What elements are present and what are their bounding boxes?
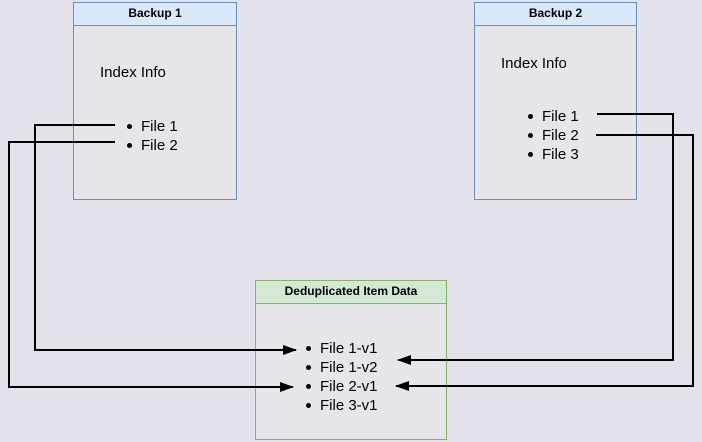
file-label: File 2 [542,127,579,144]
list-item: File 1 [475,107,636,126]
bullet-icon [528,114,533,119]
list-item: File 2 [475,126,636,145]
file-label: File 1 [542,108,579,125]
list-item: File 1-v2 [256,358,446,377]
bullet-icon [127,124,132,129]
file-label: File 1-v1 [320,340,378,357]
backup2-subtitle: Index Info [501,55,567,72]
bullet-icon [306,365,311,370]
bullet-icon [528,152,533,157]
bullet-icon [306,346,311,351]
dedup-box: Deduplicated Item Data File 1-v1 File 1-… [255,280,447,440]
backup1-subtitle: Index Info [100,64,166,81]
backup2-file-list: File 1 File 2 File 3 [475,107,636,164]
bullet-icon [528,133,533,138]
file-label: File 3-v1 [320,397,378,414]
file-label: File 2 [141,137,178,154]
backup2-title: Backup 2 [475,3,636,26]
file-label: File 2-v1 [320,378,378,395]
backup2-box: Backup 2 Index Info File 1 File 2 File 3 [474,2,637,200]
bullet-icon [306,403,311,408]
backup1-title: Backup 1 [74,3,236,26]
dedup-title: Deduplicated Item Data [256,281,446,304]
file-label: File 1-v2 [320,359,378,376]
list-item: File 2 [74,136,236,155]
bullet-icon [306,384,311,389]
file-label: File 3 [542,146,579,163]
list-item: File 1 [74,117,236,136]
backup1-file-list: File 1 File 2 [74,117,236,155]
list-item: File 1-v1 [256,339,446,358]
backup1-box: Backup 1 Index Info File 1 File 2 [73,2,237,200]
list-item: File 3 [475,145,636,164]
list-item: File 3-v1 [256,396,446,415]
bullet-icon [127,143,132,148]
dedup-item-list: File 1-v1 File 1-v2 File 2-v1 File 3-v1 [256,339,446,415]
file-label: File 1 [141,118,178,135]
list-item: File 2-v1 [256,377,446,396]
